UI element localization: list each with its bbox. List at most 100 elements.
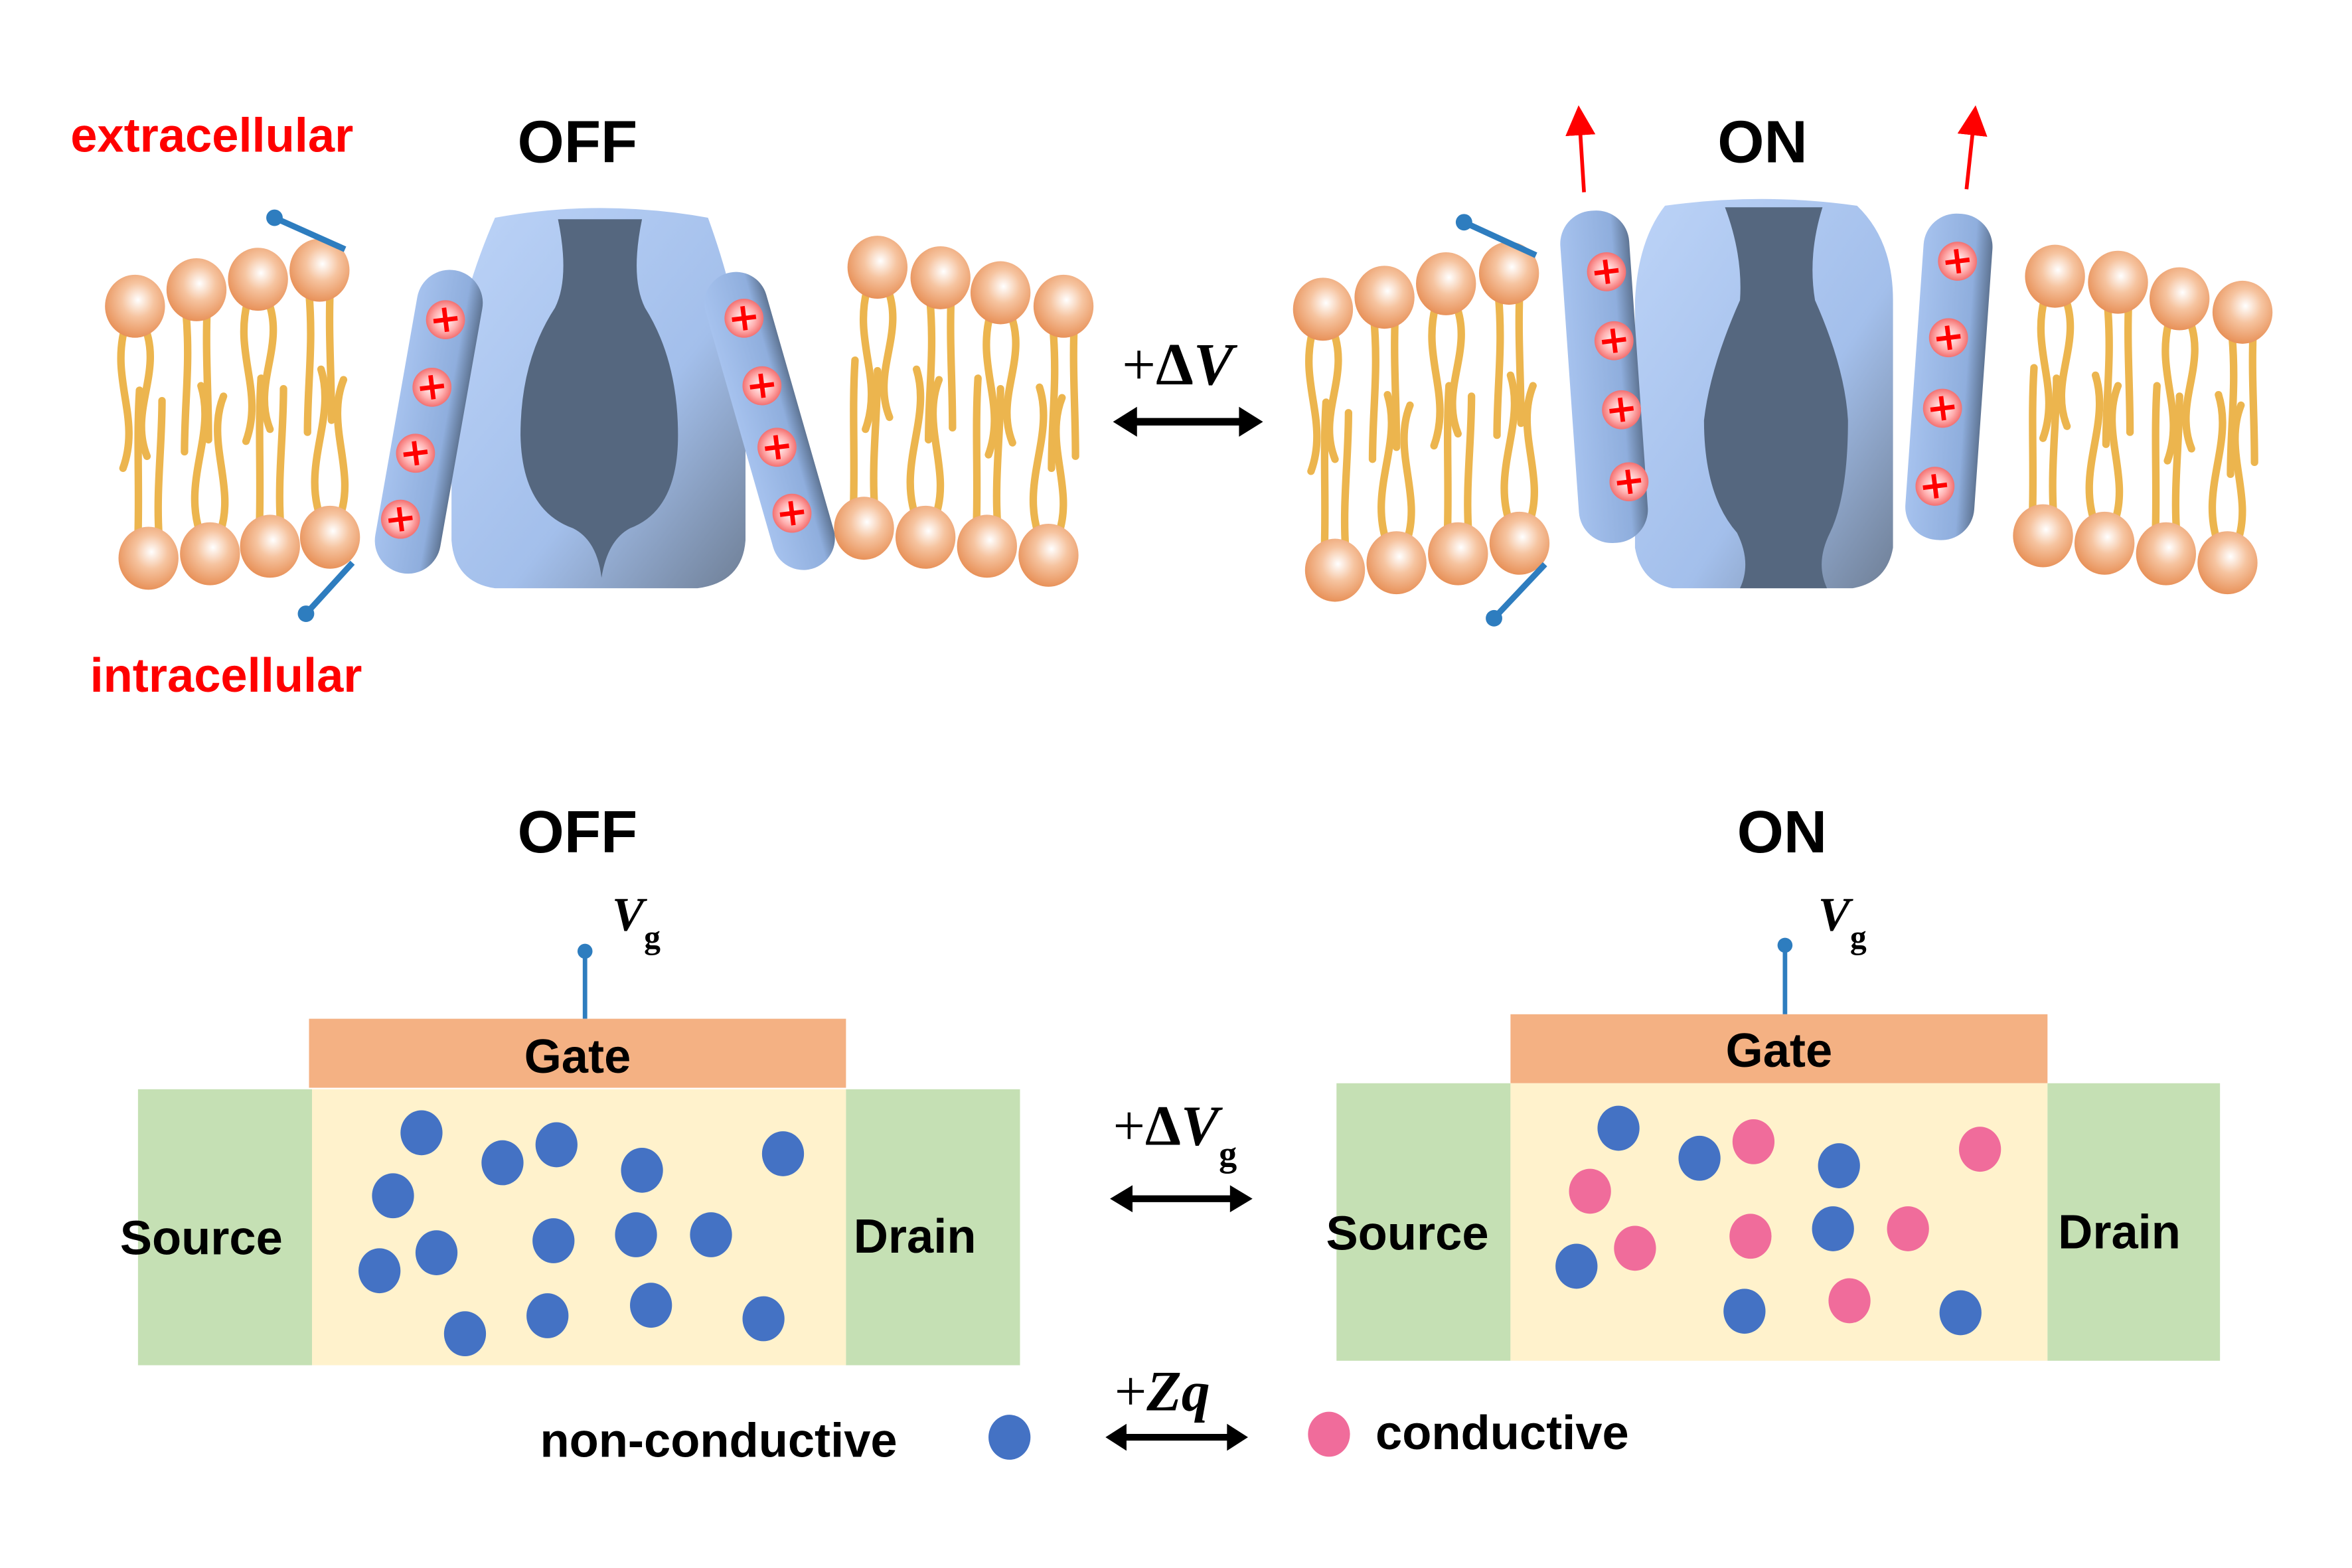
double-arrow-icon bbox=[1110, 1185, 1253, 1213]
non-conductive-carrier bbox=[443, 1311, 487, 1357]
lipid-tail bbox=[925, 296, 957, 444]
lipid-tail bbox=[1029, 383, 1067, 537]
extracellular-label: extracellular bbox=[70, 110, 353, 163]
upward-motion-arrow-icon bbox=[1957, 105, 1988, 190]
lipid-head bbox=[289, 238, 350, 302]
lipid-head bbox=[1304, 538, 1366, 602]
positive-charge-icon bbox=[1922, 388, 1962, 428]
upward-motion-arrow-icon bbox=[1565, 105, 1596, 193]
conductive-dot-icon bbox=[1308, 1411, 1350, 1457]
drain-label: Drain bbox=[2058, 1206, 2181, 1259]
lipid-head bbox=[299, 505, 360, 569]
lipid-head bbox=[1428, 522, 1488, 586]
lipid-tail bbox=[982, 311, 1020, 459]
non-conductive-label: non-conductive bbox=[540, 1414, 897, 1467]
lipid-tail bbox=[134, 386, 166, 540]
lipid-head bbox=[1478, 242, 1539, 305]
lipid-bilayers bbox=[105, 236, 2273, 602]
lipid-head bbox=[228, 248, 288, 311]
positive-charge-icon bbox=[1915, 467, 1955, 506]
voltage-sensor-left bbox=[374, 270, 483, 574]
gate-voltage-label: Vg bbox=[612, 888, 661, 955]
lipid-tail bbox=[256, 374, 287, 528]
lipid-head bbox=[895, 505, 956, 569]
non-conductive-carrier bbox=[1812, 1206, 1854, 1251]
lipid-tail bbox=[2161, 317, 2199, 465]
lipid-tail bbox=[906, 365, 945, 519]
positive-charge-icon bbox=[1594, 321, 1634, 360]
source-region bbox=[137, 1089, 312, 1366]
lipid-tail bbox=[1500, 371, 1538, 525]
fet-on-title: ON bbox=[1737, 799, 1828, 866]
lipid-head bbox=[2074, 511, 2135, 575]
lipid-tail bbox=[1428, 302, 1465, 450]
lipid-head bbox=[240, 514, 300, 578]
lipid-head bbox=[180, 522, 240, 586]
carriers-on bbox=[1555, 1105, 2001, 1336]
non-conductive-carrier bbox=[1818, 1143, 1860, 1188]
source-label: Source bbox=[1326, 1208, 1488, 1261]
lipid-tail bbox=[311, 365, 349, 519]
positive-charge-icon bbox=[426, 300, 465, 340]
non-conductive-carrier bbox=[372, 1173, 414, 1219]
lipid-tail bbox=[2085, 371, 2124, 525]
zq-label: +Zq bbox=[1115, 1359, 1210, 1423]
gate-terminal-icon bbox=[1777, 937, 1793, 953]
tether-knob-icon bbox=[297, 605, 315, 622]
non-conductive-carrier bbox=[621, 1147, 663, 1193]
lipid-head bbox=[834, 497, 894, 560]
non-conductive-carrier bbox=[481, 1140, 524, 1186]
lipid-bilayer bbox=[1293, 242, 1550, 602]
non-conductive-carrier bbox=[1939, 1290, 1982, 1336]
tether-knob-icon bbox=[1455, 214, 1472, 231]
drain-label: Drain bbox=[854, 1210, 977, 1263]
non-conductive-carrier bbox=[615, 1212, 657, 1257]
lipid-head bbox=[2088, 250, 2148, 314]
lipid-tail bbox=[303, 289, 336, 436]
double-arrow-icon bbox=[1105, 1423, 1248, 1451]
gate-tether-bottom bbox=[1492, 562, 1547, 621]
lipid-bilayer bbox=[2013, 244, 2273, 595]
lipid-head bbox=[1293, 277, 1354, 341]
delta-v-label: +ΔV bbox=[1122, 331, 1238, 398]
gate-label: Gate bbox=[524, 1030, 631, 1083]
transistor-off: OFF Vg Gate Source Drain bbox=[120, 799, 1020, 1366]
gate-terminal-icon bbox=[577, 943, 593, 959]
gate-voltage-label: Vg bbox=[1818, 888, 1867, 955]
gate-tether-bottom bbox=[303, 560, 355, 616]
non-conductive-carrier bbox=[415, 1230, 458, 1276]
lipid-head bbox=[1033, 274, 1094, 338]
non-conductive-carrier bbox=[1597, 1105, 1640, 1151]
positive-charge-icon bbox=[1938, 242, 1978, 281]
lipid-tail bbox=[2102, 301, 2134, 448]
positive-charge-icon bbox=[742, 366, 782, 406]
gate-electrode bbox=[1510, 1014, 2048, 1083]
voltage-sensor-right bbox=[1905, 213, 1993, 540]
voltage-sensor-right bbox=[704, 272, 835, 570]
lipid-tail bbox=[850, 356, 882, 510]
source-region bbox=[1336, 1083, 1511, 1361]
conductive-carrier bbox=[1828, 1278, 1871, 1324]
conductive-label: conductive bbox=[1375, 1407, 1629, 1460]
lipid-head bbox=[166, 258, 227, 321]
positive-charge-icon bbox=[1928, 318, 1968, 358]
open-pore-cavity bbox=[1703, 207, 1848, 589]
conductive-carrier bbox=[1958, 1127, 2001, 1172]
non-conductive-dot-icon bbox=[988, 1415, 1031, 1460]
lipid-tail bbox=[1368, 316, 1401, 463]
tether-knob-icon bbox=[1486, 609, 1502, 627]
lipid-tail bbox=[2227, 331, 2258, 479]
conductive-carrier bbox=[1614, 1225, 1656, 1271]
lipid-head bbox=[1354, 266, 1415, 329]
lipid-head bbox=[847, 236, 908, 299]
non-conductive-carrier bbox=[400, 1110, 443, 1156]
non-conductive-carrier bbox=[742, 1296, 785, 1342]
lipid-bilayer bbox=[105, 238, 360, 590]
double-arrow-icon bbox=[1113, 406, 1263, 437]
lipid-head bbox=[1366, 531, 1427, 595]
gate-label: Gate bbox=[1725, 1024, 1832, 1077]
non-conductive-carrier bbox=[1723, 1289, 1766, 1334]
positive-charge-icon bbox=[412, 367, 452, 407]
non-conductive-carrier bbox=[761, 1131, 805, 1176]
